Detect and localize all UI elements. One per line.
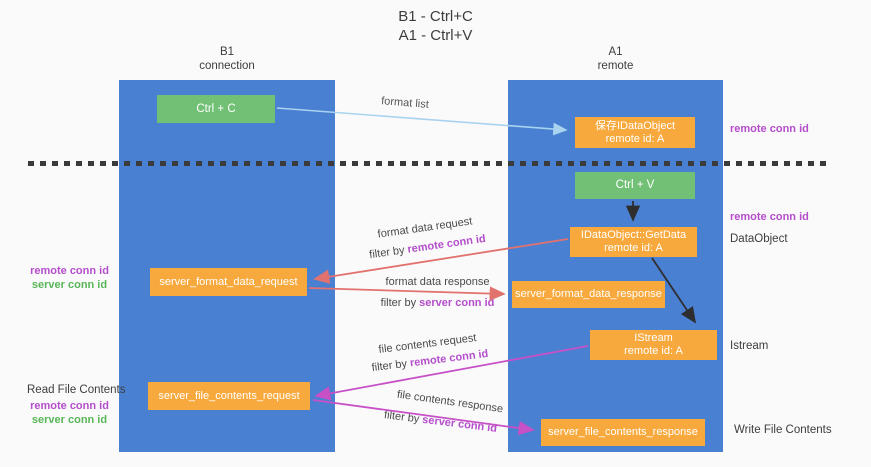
node-server-format-data-request: server_format_data_request	[150, 268, 307, 296]
node-server-file-contents-request-label: server_file_contents_request	[158, 389, 300, 402]
annotation-remote-conn-id-mid: remote conn id	[730, 211, 809, 223]
arrow-format-data-response	[308, 286, 506, 301]
filter-by-text: filter by	[368, 243, 409, 262]
column-header-a1: A1 remote	[508, 45, 723, 73]
remote-conn-id-em: remote conn id	[409, 347, 489, 370]
edge-label-format-data-response: format data response	[385, 276, 490, 288]
node-server-file-contents-response-label: server_file_contents_response	[548, 426, 698, 438]
annotation-istream: Istream	[730, 340, 769, 352]
annotation-read-file-contents: Read File Contents	[27, 384, 126, 396]
node-istream-line2: remote id: A	[624, 345, 683, 357]
column-b1-name: B1	[219, 46, 235, 58]
node-server-format-data-response: server_format_data_response	[512, 281, 665, 308]
server-conn-id-em: server conn id	[421, 413, 498, 435]
annotation-remote-conn-id-left1: remote conn id	[30, 265, 109, 277]
filter-by-text: filter by	[371, 357, 411, 375]
remote-conn-id-em: remote conn id	[406, 232, 487, 256]
node-server-format-data-request-label: server_format_data_request	[159, 275, 298, 288]
node-istream-line1: IStream	[634, 332, 673, 344]
column-b1-subtitle: connection	[199, 60, 255, 72]
annotation-server-conn-id-left2: server conn id	[31, 414, 108, 426]
column-a1-name: A1	[608, 46, 623, 58]
annotation-conn-ids-file: remote conn id server conn id	[22, 399, 117, 427]
node-server-format-data-response-label: server_format_data_response	[515, 288, 662, 300]
annotation-write-file-contents: Write File Contents	[734, 424, 832, 436]
node-getdata-line1: IDataObject::GetData	[580, 229, 687, 241]
annotation-remote-conn-id-left2: remote conn id	[30, 400, 109, 412]
node-save-idataobject-line2: remote id: A	[605, 132, 665, 145]
column-header-b1: B1 connection	[119, 45, 335, 73]
node-getdata-line2: remote id: A	[604, 242, 663, 254]
annotation-remote-conn-id-top: remote conn id	[730, 123, 809, 135]
phase-separator-dashed-line	[28, 161, 832, 166]
node-save-idataobject: 保存IDataObject remote id: A	[575, 117, 695, 148]
edge-label-filter-server-1: filter by server conn id	[355, 297, 520, 309]
node-server-file-contents-response: server_file_contents_response	[541, 419, 705, 446]
server-conn-id-em: server conn id	[419, 297, 495, 309]
node-ctrl-v-label: Ctrl + V	[615, 179, 655, 191]
annotation-conn-ids-format: remote conn id server conn id	[22, 264, 117, 292]
node-ctrl-c-label: Ctrl + C	[196, 102, 236, 115]
title-line-2: A1 - Ctrl+V	[398, 27, 473, 44]
node-istream: IStream remote id: A	[590, 330, 717, 360]
diagram-title: B1 - Ctrl+C A1 - Ctrl+V	[0, 7, 871, 45]
node-server-file-contents-request: server_file_contents_request	[148, 382, 310, 410]
filter-by-text: filter by	[383, 409, 424, 426]
filter-by-text: filter by	[380, 297, 420, 309]
annotation-server-conn-id-left1: server conn id	[31, 279, 108, 291]
column-a1-subtitle: remote	[597, 60, 634, 72]
node-save-idataobject-line1: 保存IDataObject	[594, 119, 676, 132]
annotation-dataobject: DataObject	[730, 233, 788, 245]
edge-label-format-list: format list	[380, 95, 430, 111]
node-ctrl-v: Ctrl + V	[575, 172, 695, 199]
node-ctrl-c: Ctrl + C	[157, 95, 275, 123]
node-idataobject-getdata: IDataObject::GetData remote id: A	[570, 227, 697, 257]
title-line-1: B1 - Ctrl+C	[398, 8, 473, 25]
